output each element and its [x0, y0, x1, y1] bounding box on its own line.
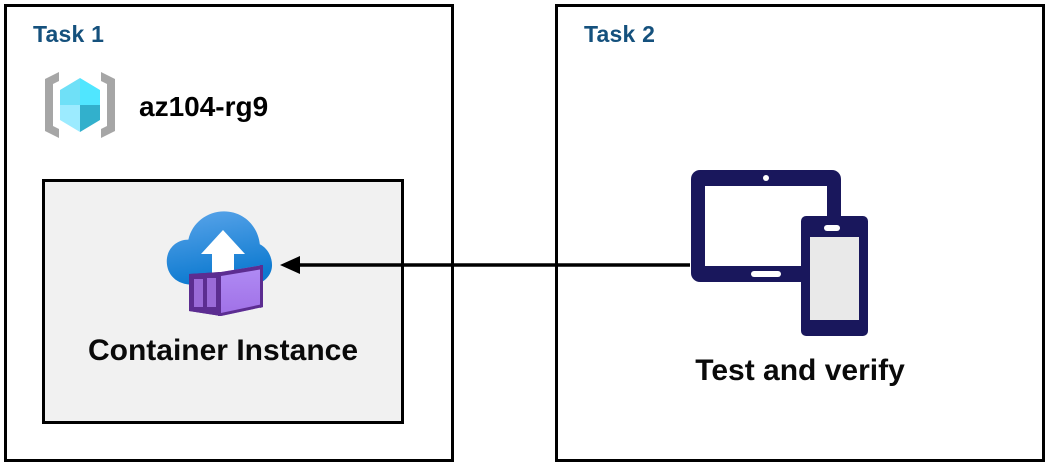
devices-tablet-phone-icon	[688, 167, 876, 344]
azure-resource-group-icon	[37, 66, 123, 149]
container-instance-label: Container Instance	[87, 334, 359, 367]
panel-task-2-title: Task 2	[584, 21, 656, 47]
test-and-verify-label: Test and verify	[695, 354, 905, 387]
resource-group-label: az104-rg9	[139, 91, 269, 122]
panel-task-1: Task 1 az104-rg9	[4, 4, 454, 462]
container-instance-box: Container Instance	[42, 179, 404, 424]
resource-group-row: az104-rg9	[37, 67, 337, 147]
panel-task-1-title: Task 1	[33, 21, 105, 47]
panel-task-2: Task 2 Test and verify	[555, 4, 1045, 462]
container-instance-icon	[165, 204, 281, 327]
